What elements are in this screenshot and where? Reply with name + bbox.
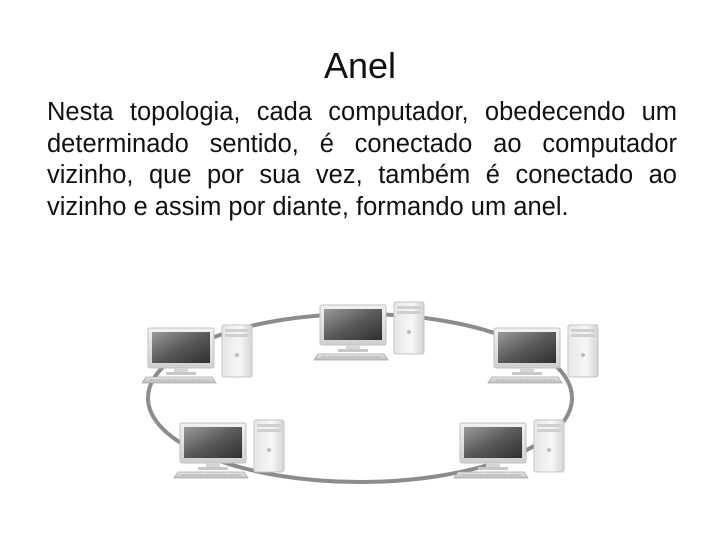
computer-right-icon xyxy=(487,324,599,384)
slide-title: Anel xyxy=(323,45,397,86)
computer-bottom-left-icon xyxy=(173,419,285,479)
ring-topology-diagram xyxy=(141,301,599,484)
slide-body-text: Nesta topologia, cada computador, obedec… xyxy=(47,98,677,221)
computer-top-center-icon xyxy=(313,301,425,361)
